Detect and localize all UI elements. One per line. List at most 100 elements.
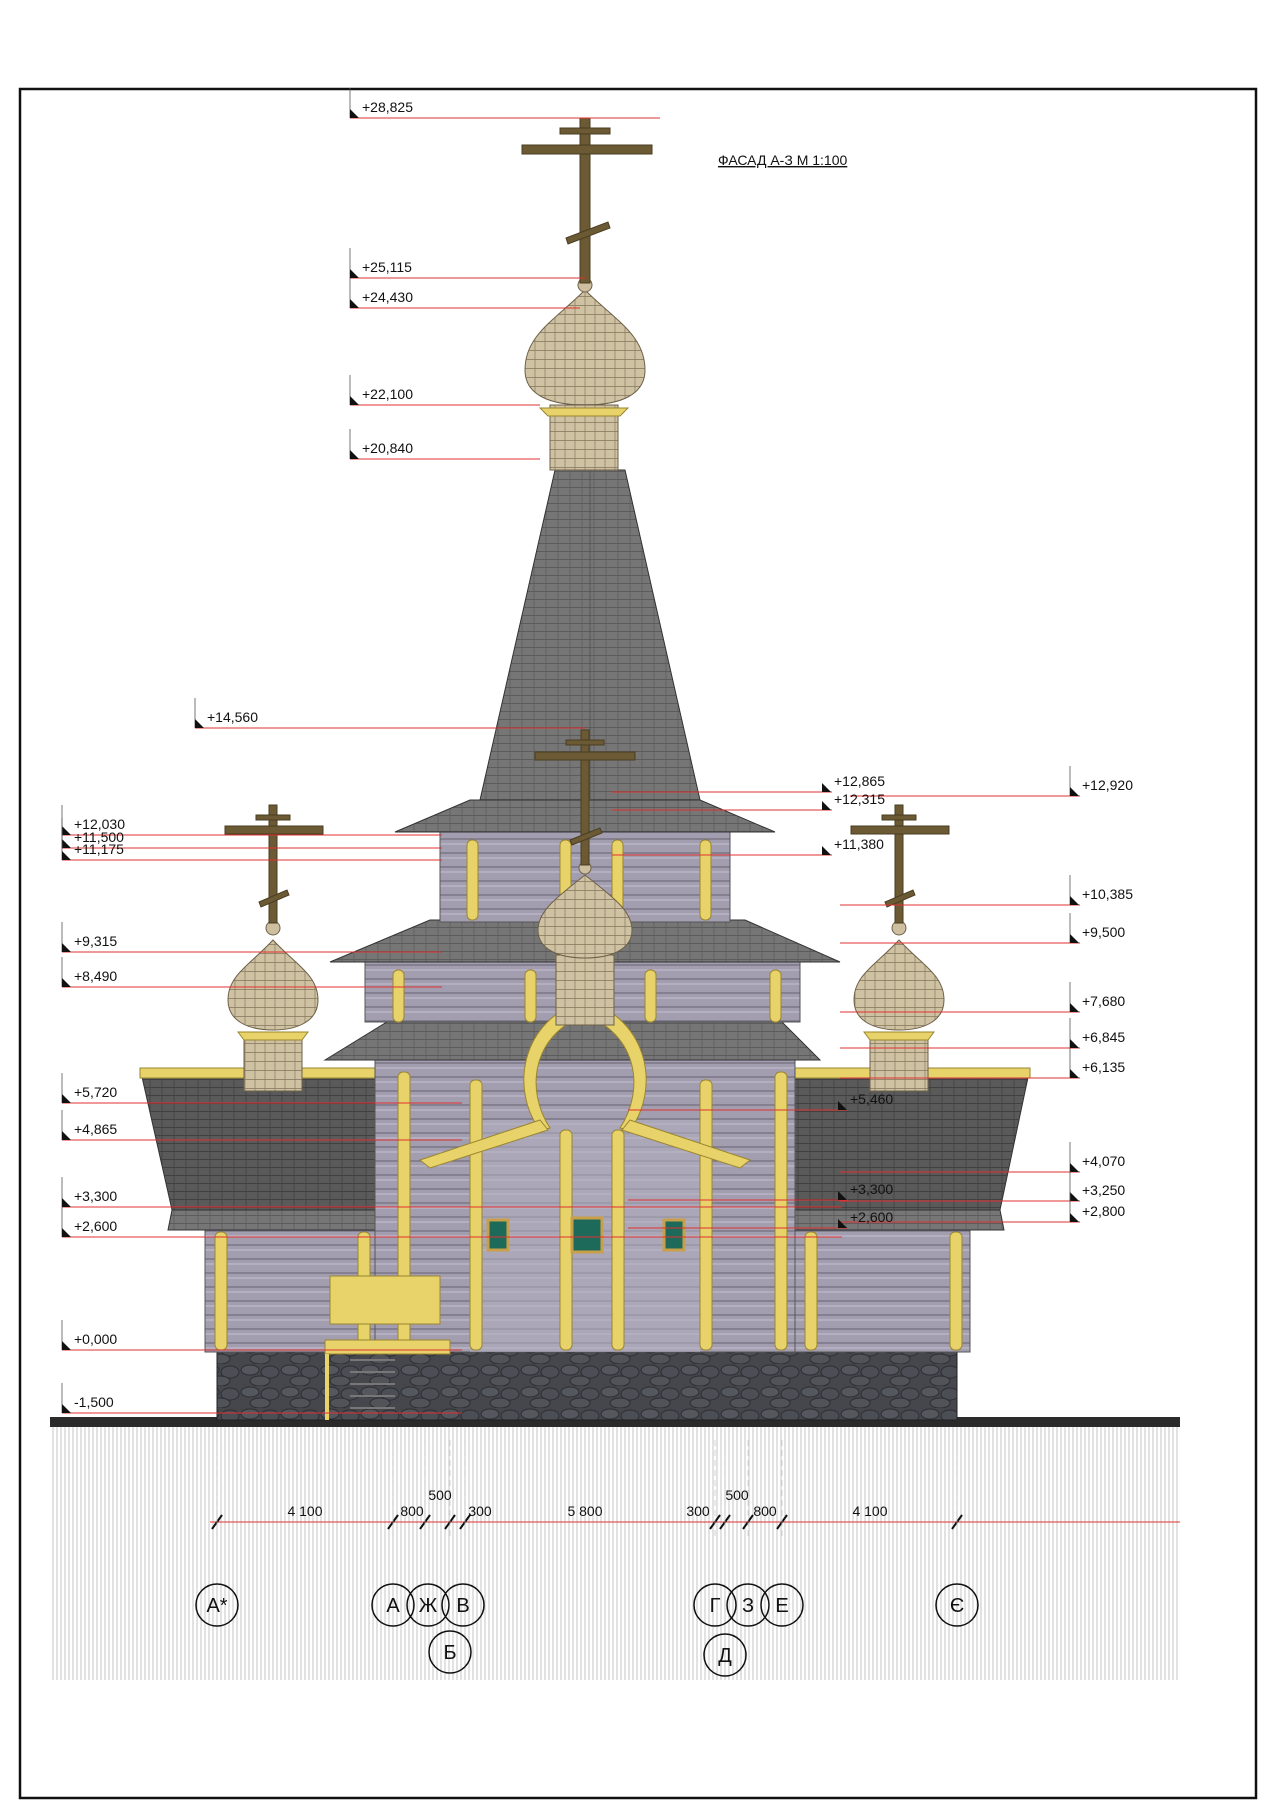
level-marker-icon [1070, 1039, 1079, 1048]
left-level-5: +14,560 [194, 698, 585, 729]
axis-circle [441, 1583, 485, 1627]
level-label: +25,115 [362, 259, 412, 275]
right-level-7: +3,250 [840, 1171, 1125, 1202]
drawing-title: ФАСАД А-З М 1:100 [718, 152, 847, 168]
level-marker-icon [350, 299, 359, 308]
level-marker-icon [62, 1094, 71, 1103]
right-wing-wall [794, 1224, 971, 1353]
mid-level-3: +5,460 [628, 1091, 893, 1111]
axis-label: З [742, 1595, 754, 1617]
level-label: +11,500 [74, 829, 124, 845]
level-marker-icon [350, 109, 359, 118]
axis-bubble: Д [703, 1633, 747, 1677]
mid-level-1: +12,315 [612, 791, 885, 811]
level-marker-icon [1070, 934, 1079, 943]
level-label: +4,070 [1082, 1153, 1125, 1169]
level-marker-icon [62, 978, 71, 987]
left-level-2: +24,430 [349, 278, 580, 309]
level-label: +12,315 [834, 791, 885, 807]
axis-bubble: Б [428, 1630, 472, 1674]
level-label: +9,500 [1082, 924, 1125, 940]
level-label: +22,100 [362, 386, 413, 402]
level-marker-icon [62, 1198, 71, 1207]
right-level-0: +12,920 [850, 766, 1133, 797]
level-marker-icon [1070, 1192, 1079, 1201]
arch-right-barge [621, 1119, 752, 1169]
left-level-11: +5,720 [61, 1073, 462, 1104]
left-level-4: +20,840 [349, 429, 540, 460]
left-cross [224, 804, 324, 924]
level-marker-icon [195, 719, 204, 728]
level-label: +11,380 [834, 836, 884, 852]
level-marker-icon [1070, 1069, 1079, 1078]
level-label: +14,560 [207, 709, 258, 725]
left-level-7: +11,500 [61, 818, 442, 849]
level-marker-icon [62, 1131, 71, 1140]
right-level-6: +4,070 [840, 1142, 1125, 1173]
center-cross [534, 729, 636, 866]
level-marker-icon [62, 1404, 71, 1413]
axis-label: Е [775, 1595, 788, 1617]
level-label: +11,175 [74, 841, 124, 857]
axis-circle [428, 1630, 472, 1674]
level-label: +5,720 [74, 1084, 117, 1100]
axis-bubble: Г [693, 1583, 737, 1627]
right-level-3: +7,680 [840, 982, 1125, 1013]
level-label: +24,430 [362, 289, 413, 305]
church-facade [139, 117, 1031, 1421]
axis-circle [726, 1583, 770, 1627]
axis-circle [371, 1583, 415, 1627]
level-marker-icon [1070, 787, 1079, 796]
dimension-label: 800 [400, 1503, 424, 1519]
axis-bubble: Е [760, 1583, 804, 1627]
main-onion-dome [524, 289, 646, 406]
level-label: +2,800 [1082, 1203, 1125, 1219]
left-level-8: +11,175 [61, 830, 442, 861]
main-lower-roof [323, 1019, 822, 1061]
left-level-1: +25,115 [349, 248, 585, 279]
level-marker-icon [838, 1219, 847, 1228]
level-marker-icon [62, 943, 71, 952]
mid-level-0: +12,865 [612, 773, 885, 793]
level-marks-mid: +12,865+12,315 +11,380 +5,460 +3,300 +2,600 [612, 773, 893, 1229]
left-level-16: -1,500 [61, 1383, 462, 1414]
right-level-8: +2,800 [840, 1192, 1125, 1223]
axis-label: Є [950, 1595, 964, 1617]
level-label: +12,920 [1082, 777, 1133, 793]
level-marker-icon [350, 396, 359, 405]
main-cross [521, 117, 653, 284]
left-level-13: +3,300 [61, 1177, 842, 1208]
level-marker-icon [822, 783, 831, 792]
level-marker-icon [822, 846, 831, 855]
axis-circle [195, 1583, 239, 1627]
right-level-2: +9,500 [840, 913, 1125, 944]
axis-bubble: В [441, 1583, 485, 1627]
axis-circle [935, 1583, 979, 1627]
level-label: +7,680 [1082, 993, 1125, 1009]
level-label: +4,865 [74, 1121, 117, 1137]
axis-bubble: Ж [406, 1583, 450, 1627]
level-marker-icon [62, 851, 71, 860]
center-dome [537, 861, 633, 1026]
level-marker-icon [1070, 896, 1079, 905]
axis-label: Д [718, 1645, 732, 1667]
mid-level-5: +2,600 [628, 1209, 893, 1229]
left-wing-eave [167, 1209, 381, 1231]
left-level-12: +4,865 [61, 1110, 462, 1141]
mid-level-4: +3,300 [628, 1181, 893, 1201]
axis-label: Г [710, 1595, 721, 1617]
windows [486, 1216, 686, 1254]
level-marker-icon [822, 801, 831, 810]
dimension-label: 500 [428, 1487, 452, 1503]
level-label: +20,840 [362, 440, 413, 456]
level-label: +8,490 [74, 968, 117, 984]
right-level-1: +10,385 [840, 875, 1133, 906]
level-marker-icon [62, 839, 71, 848]
axis-bubble: А [371, 1583, 415, 1627]
level-label: +6,135 [1082, 1059, 1125, 1075]
stone-foundation [216, 1349, 958, 1421]
ground-hatch [50, 1423, 1180, 1680]
